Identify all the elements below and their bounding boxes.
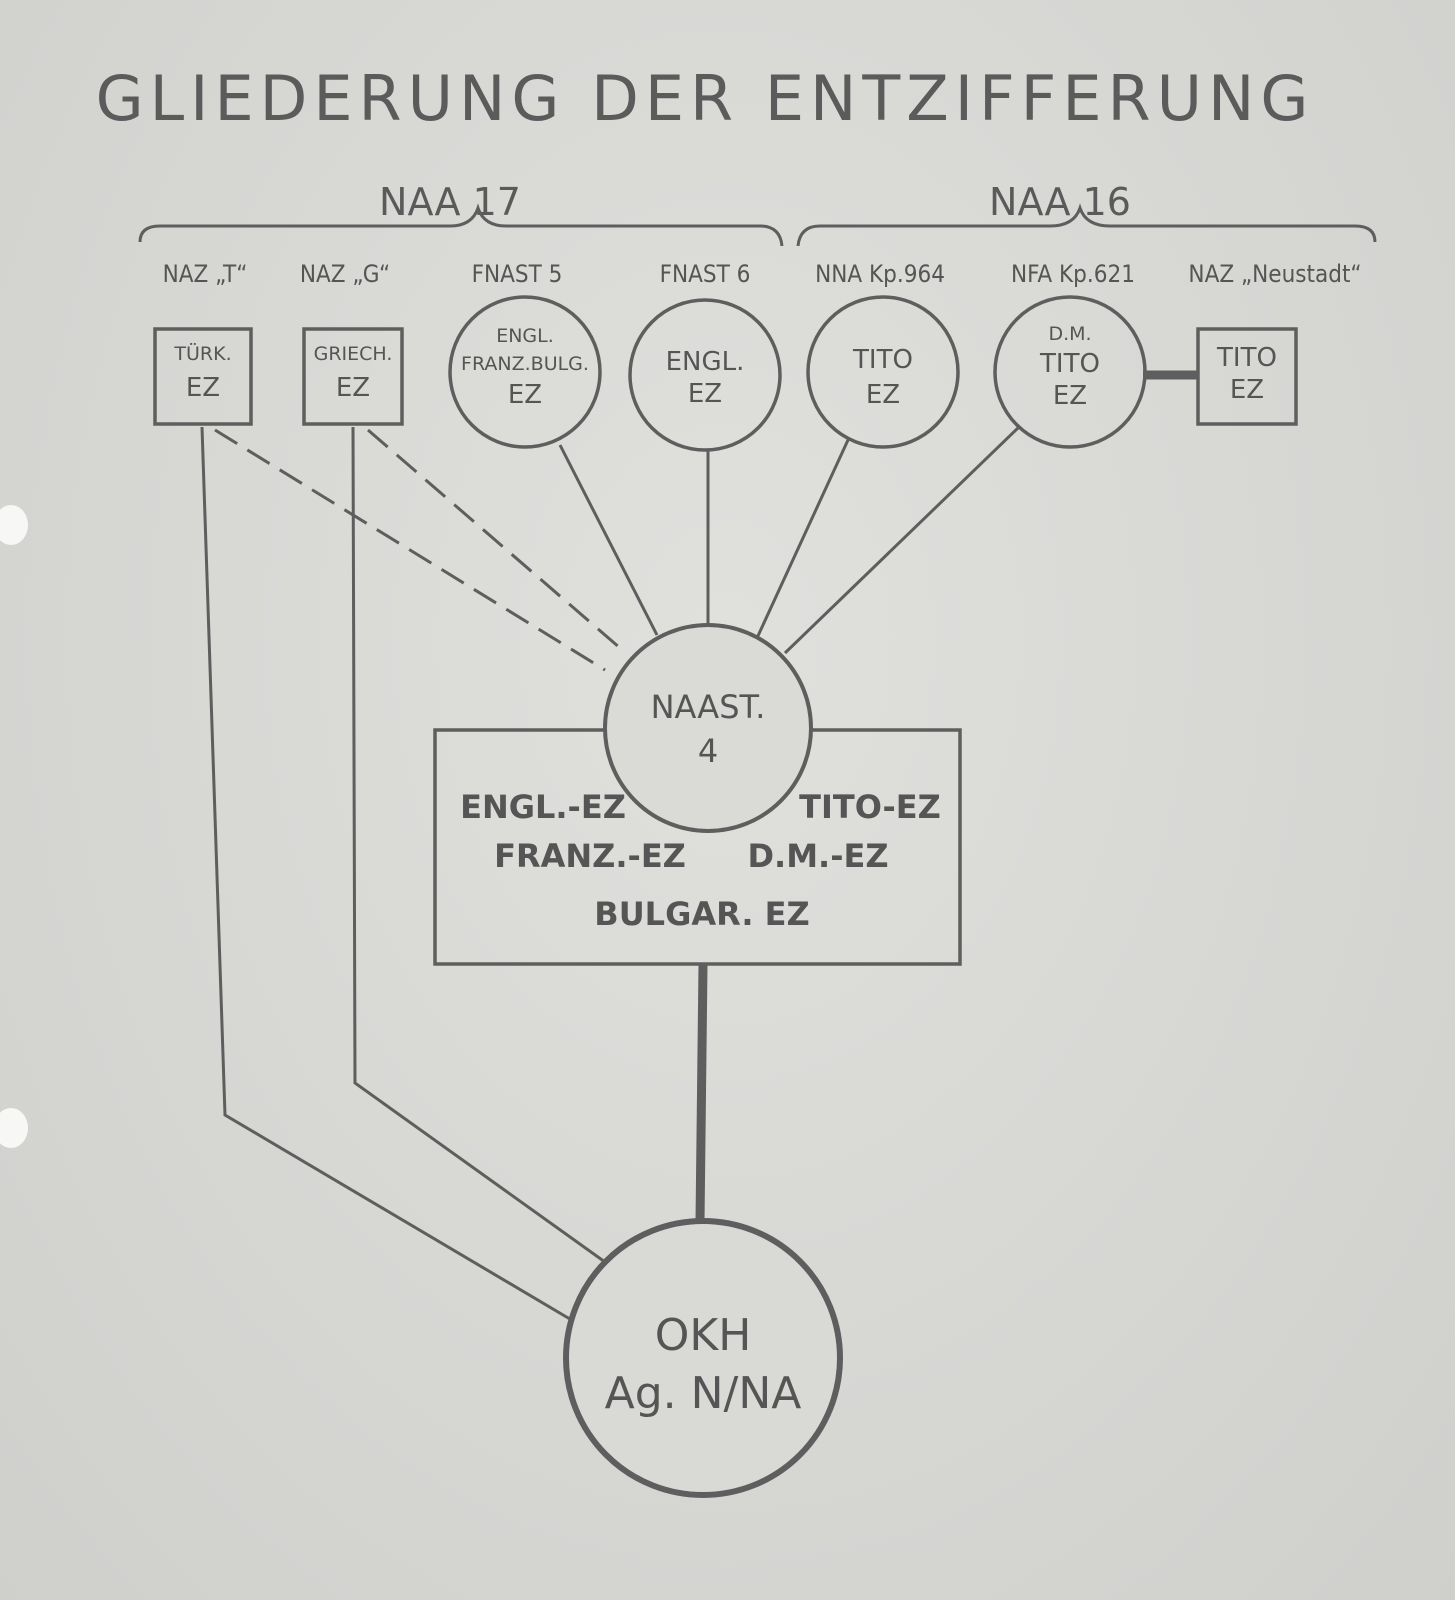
node-fnast5-line3: EZ xyxy=(508,380,542,410)
node-fnast5 xyxy=(448,295,602,449)
link-naast-to-okh xyxy=(695,964,708,1223)
node-turk-line2: EZ xyxy=(186,373,220,403)
box-tito-ez: TITO-EZ xyxy=(799,788,941,826)
node-fnast5-line1: ENGL. xyxy=(496,325,554,347)
node-nfa xyxy=(993,295,1147,449)
node-nna-line2: EZ xyxy=(866,380,900,410)
box-franz-ez: FRANZ.-EZ xyxy=(494,837,686,875)
unit-label-naz-g: NAZ „G“ xyxy=(300,260,390,288)
box-dm-ez: D.M.-EZ xyxy=(747,837,888,875)
okh-label-line2: Ag. N/NA xyxy=(605,1368,802,1419)
node-neustadt xyxy=(1196,327,1298,426)
okh-label-line1: OKH xyxy=(655,1310,752,1361)
unit-label-fnast6: FNAST 6 xyxy=(660,260,751,288)
line-nna-to-naast xyxy=(755,439,850,639)
brace-naa17 xyxy=(138,203,784,247)
diagram-title: GLIEDERUNG DER ENTZIFFERUNG xyxy=(96,62,1315,135)
line-nfa-to-naast xyxy=(783,426,1020,655)
node-neustadt-line1: TITO xyxy=(1216,343,1277,373)
unit-label-fnast5: FNAST 5 xyxy=(472,260,563,288)
node-griech xyxy=(302,327,404,426)
unit-label-naz-neustadt: NAZ „Neustadt“ xyxy=(1188,260,1361,288)
node-griech-line1: GRIECH. xyxy=(314,343,393,365)
unit-label-naz-t: NAZ „T“ xyxy=(163,260,248,288)
naast4-label-line2: 4 xyxy=(698,732,718,770)
node-nfa-line2: TITO xyxy=(1039,349,1100,379)
naast4-label-line1: NAAST. xyxy=(651,688,766,726)
node-nfa-line3: EZ xyxy=(1053,381,1087,411)
punch-hole-bottom xyxy=(0,1108,28,1148)
line-griech-to-okh xyxy=(351,426,606,1264)
node-neustadt-line2: EZ xyxy=(1230,375,1264,405)
dashed-griech-to-naast xyxy=(367,428,621,650)
node-turk-line1: TÜRK. xyxy=(173,342,231,365)
group-label-naa16: NAA 16 xyxy=(989,180,1131,224)
unit-label-nna: NNA Kp.964 xyxy=(815,260,945,288)
okh-circle xyxy=(563,1218,843,1498)
naast4-circle xyxy=(603,623,813,833)
node-fnast5-line2: FRANZ.BULG. xyxy=(461,353,589,375)
unit-label-nfa: NFA Kp.621 xyxy=(1011,260,1135,288)
box-engl-ez: ENGL.-EZ xyxy=(460,788,626,826)
node-griech-line2: EZ xyxy=(336,373,370,403)
node-nna-line1: TITO xyxy=(852,345,913,375)
box-bulgar-ez: BULGAR. EZ xyxy=(594,895,809,933)
node-nfa-line1: D.M. xyxy=(1048,323,1091,345)
line-turk-to-okh xyxy=(200,426,581,1327)
node-nna xyxy=(806,295,960,449)
dashed-turk-to-naast xyxy=(214,428,606,672)
node-turk xyxy=(153,327,253,426)
node-fnast6-line2: EZ xyxy=(688,379,722,409)
group-label-naa17: NAA 17 xyxy=(379,180,521,224)
brace-naa16 xyxy=(796,203,1377,247)
punch-hole-top xyxy=(0,505,28,545)
line-fnast5-to-naast xyxy=(558,444,659,636)
node-fnast6 xyxy=(628,298,782,452)
node-fnast6-line1: ENGL. xyxy=(666,347,745,377)
